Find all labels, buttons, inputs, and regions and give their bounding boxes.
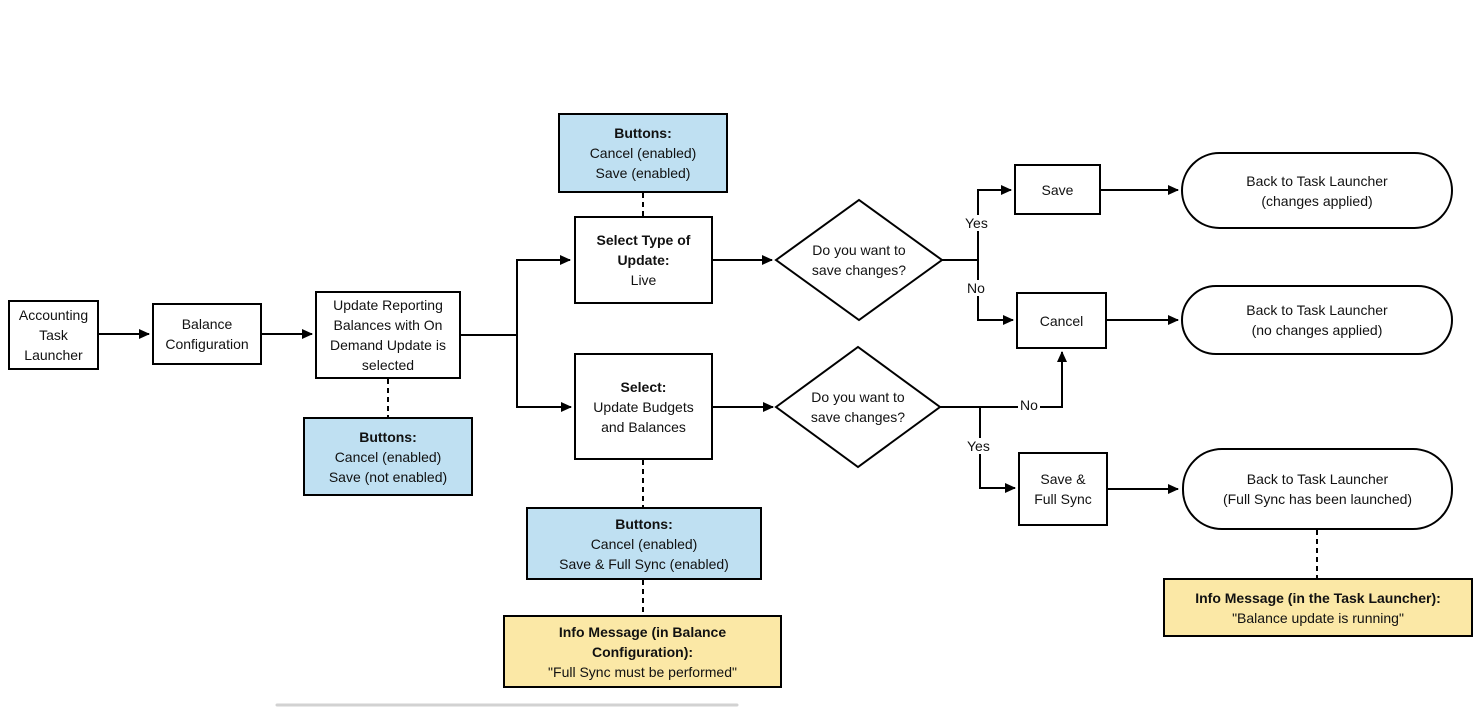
text-line: Live — [630, 272, 657, 288]
text-line: Cancel — [1039, 312, 1084, 329]
edge-label-no-top: No — [965, 280, 987, 296]
text-line: Update Reporting — [333, 297, 443, 313]
note-title: Info Message (in the Task Launcher): — [1195, 589, 1441, 606]
node-select-type-live: Select Type of Update: Live — [574, 216, 713, 304]
text-line: (no changes applied) — [1251, 322, 1383, 338]
node-save: Save — [1014, 164, 1101, 215]
note-title: Buttons: — [614, 125, 672, 141]
text-line: Launcher — [24, 347, 83, 363]
edge-no-bottom-to-cancel — [940, 351, 1067, 408]
decision-save-changes-bottom: Do you want to save changes? — [776, 387, 940, 427]
note-title: Info Message (in Balance — [558, 623, 727, 640]
text-line: Do you want to — [811, 389, 905, 405]
text-line: Select: — [620, 378, 667, 395]
text-line: Cancel (enabled) — [334, 448, 442, 465]
text-line: Task — [39, 327, 68, 343]
text-line: Save & Full Sync (enabled) — [559, 555, 729, 572]
edge-yes-bottom-to-full-sync — [979, 407, 1016, 493]
terminator-back-no-changes: Back to Task Launcher (no changes applie… — [1181, 285, 1453, 355]
decision-diamond-bottom — [774, 345, 942, 469]
text-line: Save & — [1040, 471, 1086, 487]
edge-yes-to-save — [977, 185, 1012, 260]
text-line: Select Type of — [596, 232, 691, 248]
text-line: Update: — [617, 252, 670, 268]
note-buttons-save-full-sync: Buttons: Cancel (enabled) Save & Full Sy… — [526, 507, 762, 580]
node-update-reporting: Update Reporting Balances with On Demand… — [315, 291, 461, 379]
text-line: save changes? — [811, 262, 907, 278]
edge-branch-to-select-live — [516, 255, 571, 335]
node-balance-configuration: Balance Configuration — [152, 303, 262, 365]
note-title: Buttons: — [359, 428, 417, 445]
text-line: Save (not enabled) — [328, 468, 448, 485]
decision-save-changes-top: Do you want to save changes? — [776, 240, 942, 280]
text-line: "Full Sync must be performed" — [548, 663, 737, 680]
text-line: Do you want to — [812, 242, 906, 258]
text-line: Accounting — [18, 307, 89, 323]
edge-branch-to-select-budgets — [516, 335, 572, 412]
note-info-balance-configuration: Info Message (in Balance Configuration):… — [503, 615, 782, 688]
terminator-back-changes-applied: Back to Task Launcher (changes applied) — [1181, 152, 1453, 229]
text-line: Save (enabled) — [595, 165, 691, 181]
text-line: (changes applied) — [1261, 192, 1373, 209]
node-accounting-task-launcher: Accounting Task Launcher — [8, 300, 99, 370]
note-buttons-save-not-enabled: Buttons: Cancel (enabled) Save (not enab… — [303, 417, 473, 496]
text-line: Cancel (enabled) — [590, 535, 698, 552]
text-line: Back to Task Launcher — [1246, 172, 1388, 189]
terminator-back-full-sync: Back to Task Launcher (Full Sync has bee… — [1182, 448, 1453, 530]
decision-diamond-top — [774, 198, 944, 322]
text-line: Back to Task Launcher — [1246, 302, 1388, 318]
text-line: Balance — [181, 316, 233, 332]
text-line: Save — [1041, 181, 1074, 198]
text-line: "Balance update is running" — [1232, 609, 1404, 626]
text-line: Configuration — [165, 336, 249, 352]
note-title: Configuration): — [591, 643, 694, 660]
note-title: Buttons: — [615, 515, 673, 532]
node-save-full-sync: Save & Full Sync — [1018, 452, 1108, 526]
node-select-update-budgets: Select: Update Budgets and Balances — [574, 353, 713, 460]
edge-label-no-bottom: No — [1018, 397, 1040, 413]
text-line: Full Sync — [1034, 491, 1092, 507]
text-line: Back to Task Launcher — [1246, 471, 1389, 487]
text-line: Demand Update is — [330, 337, 446, 353]
node-cancel: Cancel — [1016, 292, 1107, 349]
note-info-task-launcher: Info Message (in the Task Launcher): "Ba… — [1163, 578, 1473, 637]
edge-label-yes-bottom: Yes — [965, 438, 992, 454]
text-line: and Balances — [601, 418, 686, 435]
note-buttons-save-enabled: Buttons: Cancel (enabled) Save (enabled) — [558, 113, 728, 193]
text-line: Balances with On — [333, 317, 443, 333]
text-line: Cancel (enabled) — [589, 145, 697, 161]
text-line: Update Budgets — [593, 398, 694, 415]
text-line: (Full Sync has been launched) — [1222, 491, 1413, 507]
text-line: selected — [361, 357, 415, 373]
edge-label-yes-top: Yes — [963, 215, 990, 231]
text-line: save changes? — [810, 409, 906, 425]
